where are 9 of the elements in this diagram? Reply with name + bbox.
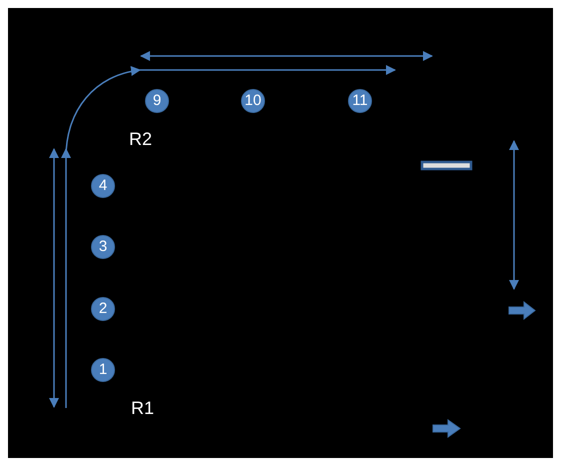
number-circle: 2: [91, 297, 115, 321]
region-label: R1: [131, 398, 154, 418]
number-circle: 3: [91, 235, 115, 259]
number-circle: 10: [241, 89, 265, 113]
number-circle: 4: [91, 174, 115, 198]
region-label: R2: [129, 129, 152, 149]
number-circle: 1: [91, 358, 115, 382]
number-circle: 11: [348, 89, 372, 113]
number-circle: 9: [145, 89, 169, 113]
